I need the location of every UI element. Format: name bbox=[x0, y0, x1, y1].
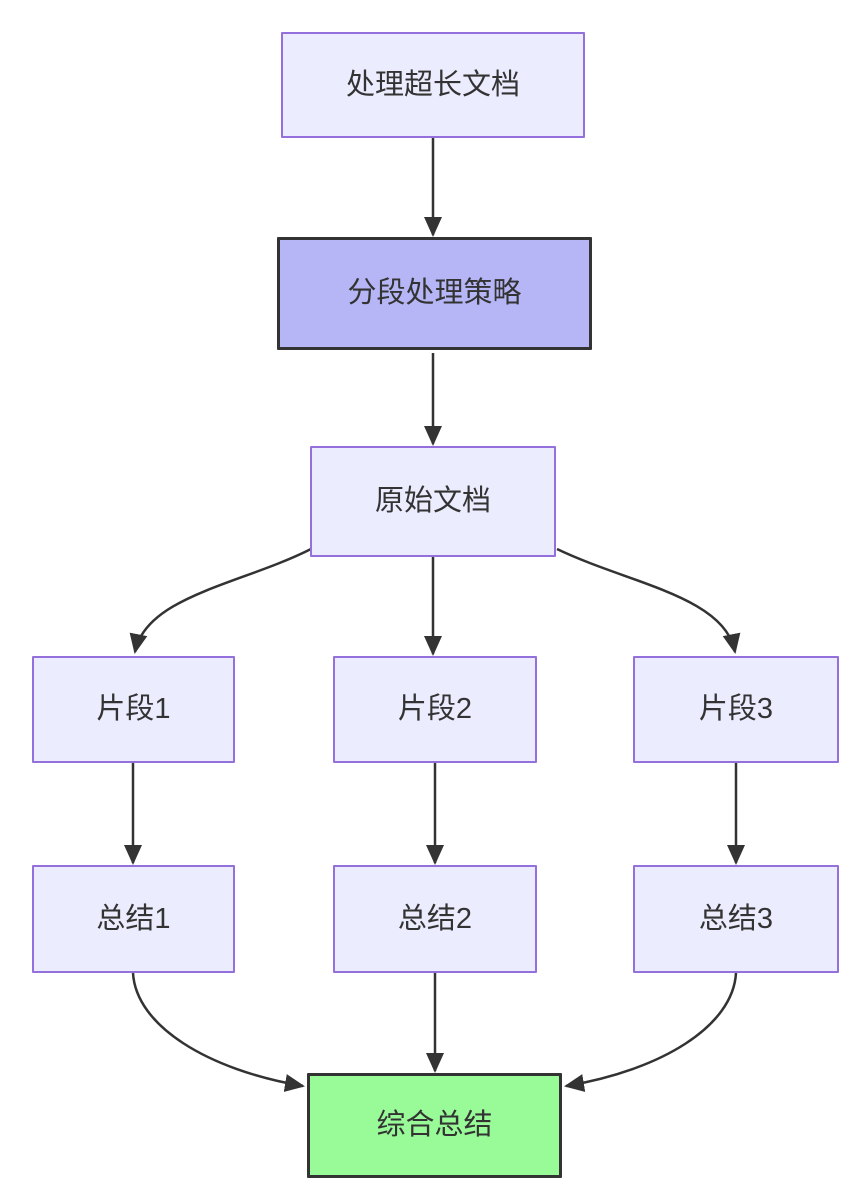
node-label: 处理超长文档 bbox=[345, 68, 520, 101]
node-handle-long-document: 处理超长文档 bbox=[281, 32, 585, 138]
node-label: 片段3 bbox=[698, 693, 774, 725]
node-label: 总结3 bbox=[698, 902, 774, 935]
node-label: 总结2 bbox=[397, 902, 473, 935]
node-label: 原始文档 bbox=[374, 485, 491, 517]
node-label: 片段2 bbox=[397, 693, 473, 725]
node-label: 总结1 bbox=[96, 902, 171, 935]
node-summary-2: 总结2 bbox=[333, 865, 537, 973]
edge-summary1-to-final bbox=[131, 972, 305, 1092]
node-fragment-2: 片段2 bbox=[333, 656, 537, 763]
node-label: 片段1 bbox=[96, 693, 171, 725]
edge-original-to-fragment3 bbox=[556, 547, 741, 654]
edge-original-to-fragment1 bbox=[129, 547, 312, 654]
node-summary-3: 总结3 bbox=[633, 865, 839, 973]
node-label: 分段处理策略 bbox=[347, 277, 522, 309]
node-summary-1: 总结1 bbox=[32, 865, 235, 973]
node-label: 综合总结 bbox=[376, 1109, 493, 1141]
edge-summary3-to-final bbox=[564, 972, 738, 1092]
node-fragment-3: 片段3 bbox=[633, 656, 839, 763]
node-segmentation-strategy: 分段处理策略 bbox=[277, 237, 592, 350]
node-fragment-1: 片段1 bbox=[32, 656, 235, 763]
node-final-summary: 综合总结 bbox=[307, 1073, 562, 1178]
node-original-document: 原始文档 bbox=[310, 446, 556, 557]
